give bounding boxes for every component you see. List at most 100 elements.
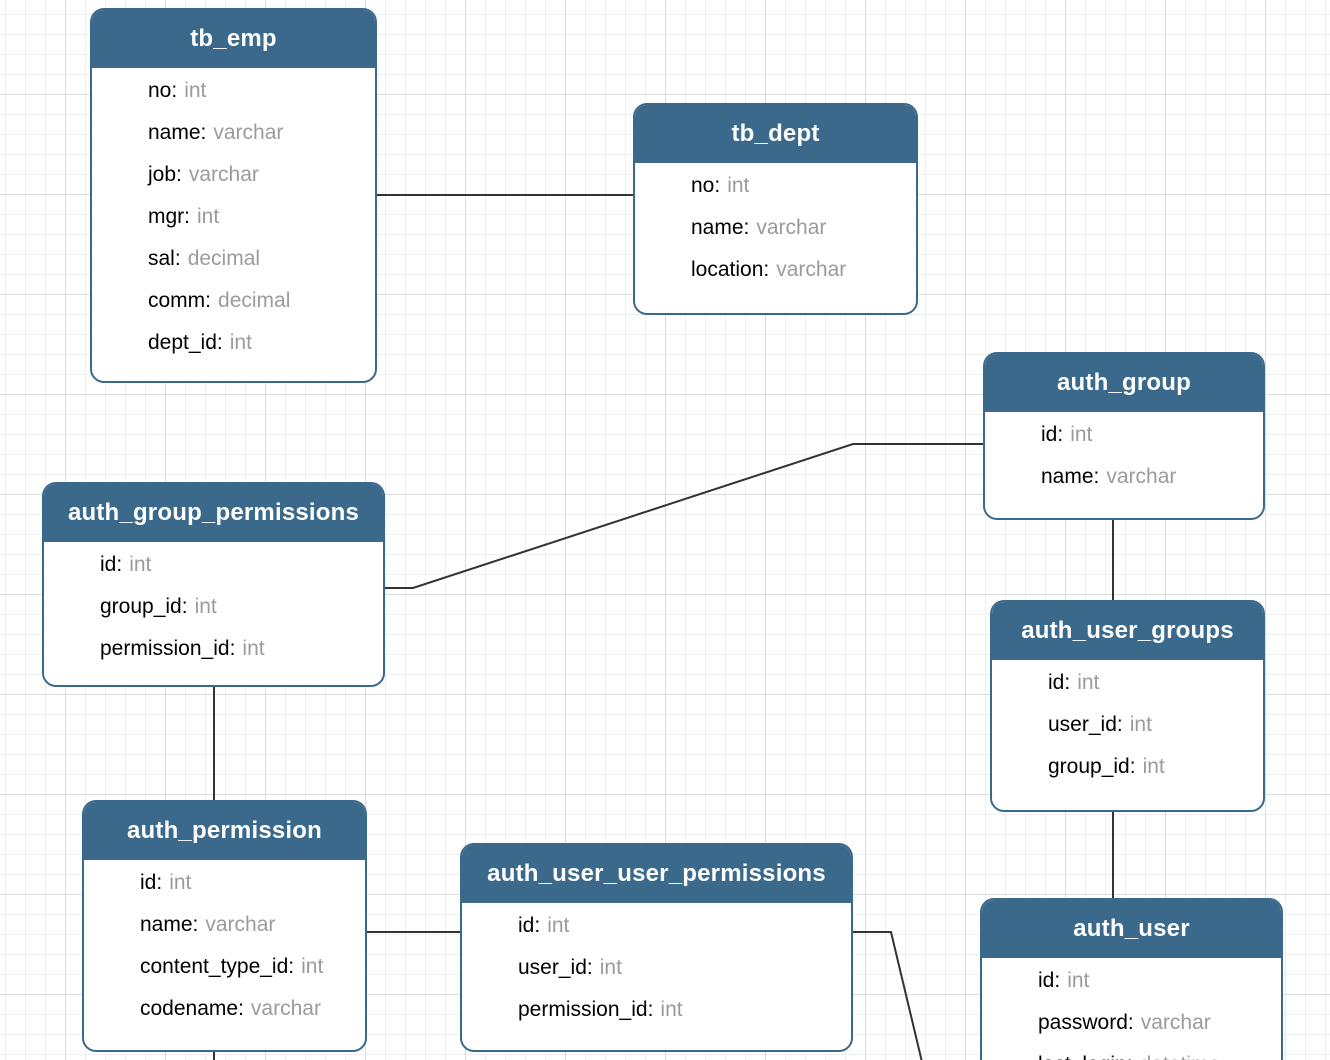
field-row: group_id:int bbox=[44, 586, 383, 628]
field-name: id bbox=[1041, 423, 1058, 446]
field-type: varchar bbox=[188, 163, 259, 186]
table-title: auth_user_user_permissions bbox=[487, 860, 826, 887]
field-type: int bbox=[197, 205, 220, 228]
field-type: int bbox=[129, 553, 152, 576]
field-row: user_id:int bbox=[462, 947, 851, 989]
field-name: job bbox=[148, 163, 177, 186]
field-row: mgr: int bbox=[92, 196, 375, 238]
field-separator: : bbox=[1116, 713, 1123, 736]
field-name: user_id bbox=[1048, 713, 1117, 736]
field-type: varchar bbox=[1140, 1011, 1211, 1034]
field-separator: : bbox=[174, 247, 181, 270]
field-row: permission_id:int bbox=[462, 989, 851, 1031]
field-separator: : bbox=[156, 871, 163, 894]
field-separator: : bbox=[205, 289, 212, 312]
table-header[interactable]: auth_permission bbox=[84, 802, 365, 860]
field-row: job: varchar bbox=[92, 154, 375, 196]
table-header[interactable]: auth_user_groups bbox=[992, 602, 1263, 660]
field-name: dept_id bbox=[148, 331, 217, 354]
table-title: auth_user_groups bbox=[1021, 617, 1234, 644]
connector-auth_group_permissions-auth_group[interactable] bbox=[382, 443, 986, 589]
field-type: int bbox=[169, 871, 192, 894]
field-separator: : bbox=[714, 174, 721, 197]
field-separator: : bbox=[288, 955, 295, 978]
table-header[interactable]: tb_emp bbox=[92, 10, 375, 68]
field-row: no:int bbox=[635, 165, 916, 207]
field-name: group_id bbox=[1048, 755, 1130, 778]
table-title: tb_emp bbox=[190, 25, 277, 52]
field-separator: : bbox=[176, 163, 182, 186]
field-name: codename bbox=[140, 997, 239, 1020]
field-row: id: int bbox=[992, 662, 1263, 704]
field-row: codename:varchar bbox=[84, 988, 365, 1030]
field-separator: : bbox=[192, 913, 199, 936]
field-separator: : bbox=[1093, 465, 1100, 488]
field-name: name bbox=[148, 121, 201, 144]
field-row: comm:decimal bbox=[92, 280, 375, 322]
table-title: auth_group bbox=[1057, 369, 1191, 396]
field-separator: : bbox=[1064, 671, 1071, 694]
field-name: permission_id bbox=[100, 637, 230, 660]
field-type: int bbox=[194, 595, 217, 618]
field-separator: : bbox=[184, 205, 191, 228]
field-type: int bbox=[1070, 423, 1093, 446]
field-name: id bbox=[1048, 671, 1065, 694]
field-type: int bbox=[184, 79, 207, 102]
field-name: user_id bbox=[518, 956, 587, 979]
table-header[interactable]: auth_group_permissions bbox=[44, 484, 383, 542]
table-auth_user[interactable]: auth_userid:intpassword:varcharlast_logi… bbox=[980, 898, 1283, 1060]
table-header[interactable]: auth_user bbox=[982, 900, 1281, 958]
field-name: id bbox=[100, 553, 117, 576]
field-type: int bbox=[547, 914, 570, 937]
table-title: auth_user bbox=[1073, 915, 1190, 942]
field-name: last_login bbox=[1038, 1053, 1127, 1060]
field-separator: : bbox=[1129, 755, 1136, 778]
connector-auth_user_user_permissions-offscreen[interactable] bbox=[850, 931, 923, 1060]
field-row: id: int bbox=[462, 905, 851, 947]
field-row: last_login:datetime bbox=[982, 1044, 1281, 1060]
field-row: id:int bbox=[84, 862, 365, 904]
field-name: name bbox=[691, 216, 744, 239]
field-separator: : bbox=[200, 121, 207, 144]
field-row: content_type_id:int bbox=[84, 946, 365, 988]
field-type: int bbox=[599, 956, 622, 979]
table-header[interactable]: auth_user_user_permissions bbox=[462, 845, 851, 903]
field-type: int bbox=[242, 637, 265, 660]
field-row: id:int bbox=[985, 414, 1263, 456]
table-header[interactable]: tb_dept bbox=[635, 105, 916, 163]
table-title: auth_permission bbox=[126, 817, 323, 844]
field-name: no bbox=[691, 174, 715, 197]
table-auth_user_groups[interactable]: auth_user_groups id: int user_id: int group_i… bbox=[990, 600, 1265, 812]
field-name: permission_id bbox=[518, 998, 648, 1021]
field-separator: : bbox=[229, 637, 236, 660]
field-name: mgr bbox=[148, 205, 185, 228]
field-separator: : bbox=[534, 914, 541, 937]
table-title: auth_group_permissions bbox=[67, 499, 360, 526]
field-name: sal bbox=[148, 247, 175, 270]
field-type: varchar bbox=[250, 997, 321, 1020]
field-separator: : bbox=[116, 553, 123, 576]
field-name: id bbox=[518, 914, 535, 937]
field-separator: : bbox=[1054, 969, 1061, 992]
field-type: int bbox=[1077, 671, 1100, 694]
table-header[interactable]: auth_group bbox=[985, 354, 1263, 412]
field-row: permission_id: int bbox=[44, 628, 383, 670]
field-type: decimal bbox=[218, 289, 291, 312]
field-separator: : bbox=[1127, 1053, 1133, 1060]
field-separator: : bbox=[171, 79, 178, 102]
field-name: group_id bbox=[100, 595, 182, 618]
field-type: varchar bbox=[213, 121, 284, 144]
